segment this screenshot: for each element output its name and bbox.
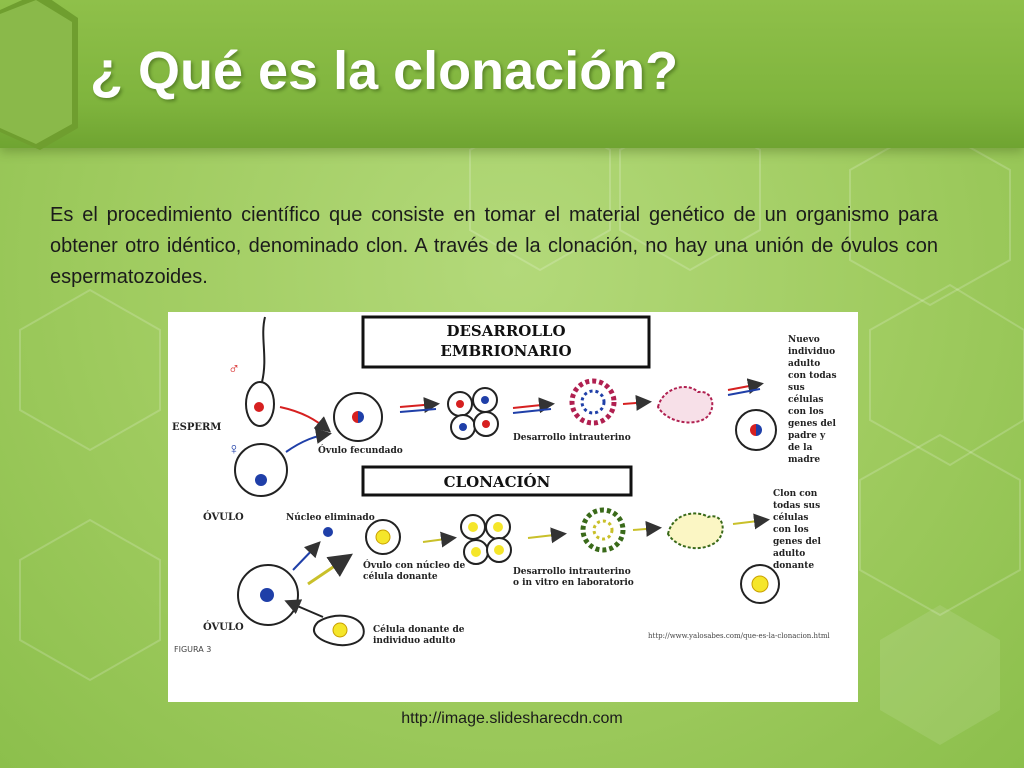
svg-text:adulto: adulto (773, 549, 805, 559)
svg-text:genes del: genes del (773, 537, 822, 547)
donor-cell-icon (313, 614, 365, 647)
right-top-description: Nuevo individuo adulto con todas sus cél… (788, 335, 837, 465)
label-esperm: ESPERM (172, 422, 221, 433)
right-bottom-description: Clon con todas sus células con los genes… (773, 489, 822, 571)
source-link[interactable]: http://image.slidesharecdn.com (401, 710, 623, 727)
svg-text:con los: con los (773, 525, 809, 535)
male-symbol-icon: ♂ (228, 361, 240, 378)
svg-text:adulto: adulto (788, 359, 820, 369)
morula-icon (569, 378, 617, 426)
label-ovulo-bottom: ÓVULO (203, 621, 244, 633)
box-clonacion (361, 465, 633, 497)
svg-text:con todas: con todas (788, 371, 837, 381)
svg-text:individuo: individuo (788, 347, 835, 357)
embryo-blob-icon (656, 386, 714, 424)
hexagon-decoration-icon (0, 0, 78, 150)
removed-nucleus-icon (323, 527, 333, 537)
label-desarrollo-vitro-2: o in vitro en laboratorio (513, 578, 634, 588)
svg-text:genes del: genes del (788, 419, 837, 429)
label-ovulo-donante-2: célula donante (363, 571, 438, 582)
clone-four-cell-icon (460, 514, 512, 565)
svg-text:células: células (773, 512, 809, 523)
slide-title: ¿ Qué es la clonación? (90, 41, 679, 101)
box-clonacion-label: CLONACIÓN (444, 473, 551, 491)
label-url: http://www.yalosabes.com/que-es-la-clona… (648, 632, 830, 640)
svg-text:con los: con los (788, 407, 824, 417)
box-desarrollo-embrionario (361, 315, 651, 369)
four-cell-embryo-icon (447, 387, 499, 440)
clone-morula-icon (580, 507, 626, 553)
label-celula-donante-1: Célula donante de (373, 624, 465, 635)
ovum-bottom-icon (237, 564, 299, 626)
new-individual-cell-icon (735, 409, 777, 451)
ovum-top-icon (234, 443, 288, 497)
svg-text:Nuevo: Nuevo (788, 335, 820, 345)
svg-text:de la: de la (788, 443, 813, 453)
slide-paragraph: Es el procedimiento científico que consi… (50, 204, 938, 288)
label-ovulo-fecundado: Óvulo fecundado (318, 444, 403, 456)
cloning-diagram: DESARROLLO EMBRIONARIO CLONACIÓN ♂ ESPER… (168, 312, 858, 702)
label-ovulo-top: ÓVULO (203, 511, 244, 523)
clone-embryo-blob-icon (666, 512, 724, 550)
box-embrionario-line1: DESARROLLO (446, 322, 565, 340)
donor-nucleus-ovum-icon (365, 519, 401, 555)
female-symbol-icon: ♀ (228, 441, 240, 458)
svg-text:células: células (788, 394, 824, 405)
svg-text:todas sus: todas sus (773, 501, 820, 511)
title-bar (0, 0, 1024, 148)
svg-text:donante: donante (773, 561, 814, 571)
svg-text:padre y: padre y (788, 431, 826, 441)
sperm-icon (245, 316, 275, 427)
clone-cell-icon (740, 564, 780, 604)
label-figura: FIGURA 3 (174, 645, 211, 654)
label-nucleo-eliminado: Núcleo eliminado (286, 512, 375, 523)
label-desarrollo-intrauterino: Desarrollo intrauterino (513, 433, 631, 443)
svg-text:madre: madre (788, 455, 820, 465)
label-desarrollo-vitro-1: Desarrollo intrauterino (513, 567, 631, 577)
svg-text:sus: sus (788, 383, 805, 393)
fertilized-ovum-icon (333, 392, 383, 442)
label-ovulo-donante-1: Óvulo con núcleo de (363, 559, 465, 571)
box-embrionario-line2: EMBRIONARIO (440, 342, 571, 360)
label-celula-donante-2: individuo adulto (373, 636, 456, 646)
svg-text:Clon con: Clon con (773, 489, 818, 499)
